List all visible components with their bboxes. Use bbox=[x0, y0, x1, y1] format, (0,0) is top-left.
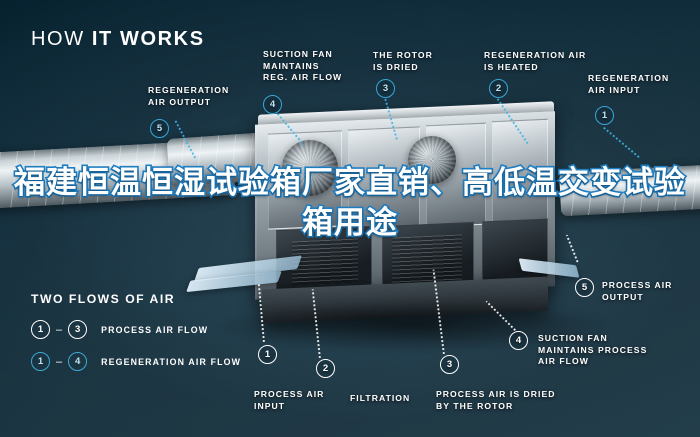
callout-bubble-regeneration-air-output[interactable]: 5 bbox=[150, 119, 169, 138]
callout-label-filtration: FILTRATION bbox=[350, 393, 411, 403]
ground-shadow bbox=[215, 300, 615, 352]
legend-label-process-air-flow: PROCESS AIR FLOW bbox=[101, 324, 209, 335]
callout-label-suction-fan-reg: SUCTION FAN MAINTAINS REG. AIR FLOW bbox=[263, 49, 343, 83]
callout-label-process-air-dried: PROCESS AIR IS DRIED BY THE ROTOR bbox=[436, 389, 556, 411]
callout-bubble-process-air-input[interactable]: 1 bbox=[258, 345, 277, 364]
legend-bubble-from-1-blue: 1 bbox=[31, 352, 50, 371]
legend-bubble-to-4-blue: 4 bbox=[68, 352, 88, 371]
title-bold: IT WORKS bbox=[91, 28, 205, 50]
callout-label-regeneration-air-output: REGENERATION AIR OUTPUT bbox=[148, 85, 230, 107]
callout-bubble-rotor-is-dried[interactable]: 3 bbox=[376, 79, 395, 98]
callout-label-process-air-input: PROCESS AIR INPUT bbox=[254, 389, 325, 411]
legend-dash-2: – bbox=[56, 355, 63, 368]
callout-bubble-suction-fan-process[interactable]: 4 bbox=[509, 331, 528, 350]
page-title: HOW IT WORKS bbox=[31, 28, 205, 51]
callout-bubble-regeneration-air-heated[interactable]: 2 bbox=[489, 79, 508, 98]
chinese-watermark-text: 福建恒温恒湿试验箱厂家直销、高低温交变试验箱用途 bbox=[12, 163, 686, 242]
callout-label-regeneration-air-input: REGENERATION AIR INPUT bbox=[588, 73, 670, 95]
callout-label-process-air-output: PROCESS AIR OUTPUT bbox=[602, 280, 673, 302]
callout-bubble-suction-fan-reg[interactable]: 4 bbox=[263, 95, 282, 114]
legend-bubble-to-3: 3 bbox=[68, 320, 88, 339]
callout-label-suction-fan-process: SUCTION FAN MAINTAINS PROCESS AIR FLOW bbox=[538, 333, 648, 367]
legend-bubble-from-1: 1 bbox=[31, 320, 50, 339]
callout-bubble-filtration[interactable]: 2 bbox=[316, 359, 335, 378]
callout-label-regeneration-air-heated: REGENERATION AIR IS HEATED bbox=[484, 50, 587, 72]
legend-row-regeneration-air-flow: 1 – 4 REGENERATION AIR FLOW bbox=[31, 352, 241, 371]
legend-row-process-air-flow: 1 – 3 PROCESS AIR FLOW bbox=[31, 320, 208, 339]
filter-grille-2 bbox=[292, 238, 358, 286]
desiccant-rotor-1 bbox=[282, 140, 338, 196]
legend-title: TWO FLOWS OF AIR bbox=[31, 292, 176, 306]
legend-label-regeneration-air-flow: REGENERATION AIR FLOW bbox=[101, 356, 242, 367]
desiccant-rotor-2 bbox=[408, 136, 456, 184]
legend-dash-1: – bbox=[56, 323, 63, 336]
callout-label-rotor-is-dried: THE ROTOR IS DRIED bbox=[373, 50, 433, 72]
callout-bubble-process-air-dried[interactable]: 3 bbox=[440, 355, 459, 374]
title-light: HOW bbox=[31, 28, 92, 50]
callout-bubble-regeneration-air-input[interactable]: 1 bbox=[595, 106, 614, 125]
callout-bubble-process-air-output[interactable]: 5 bbox=[575, 278, 594, 297]
